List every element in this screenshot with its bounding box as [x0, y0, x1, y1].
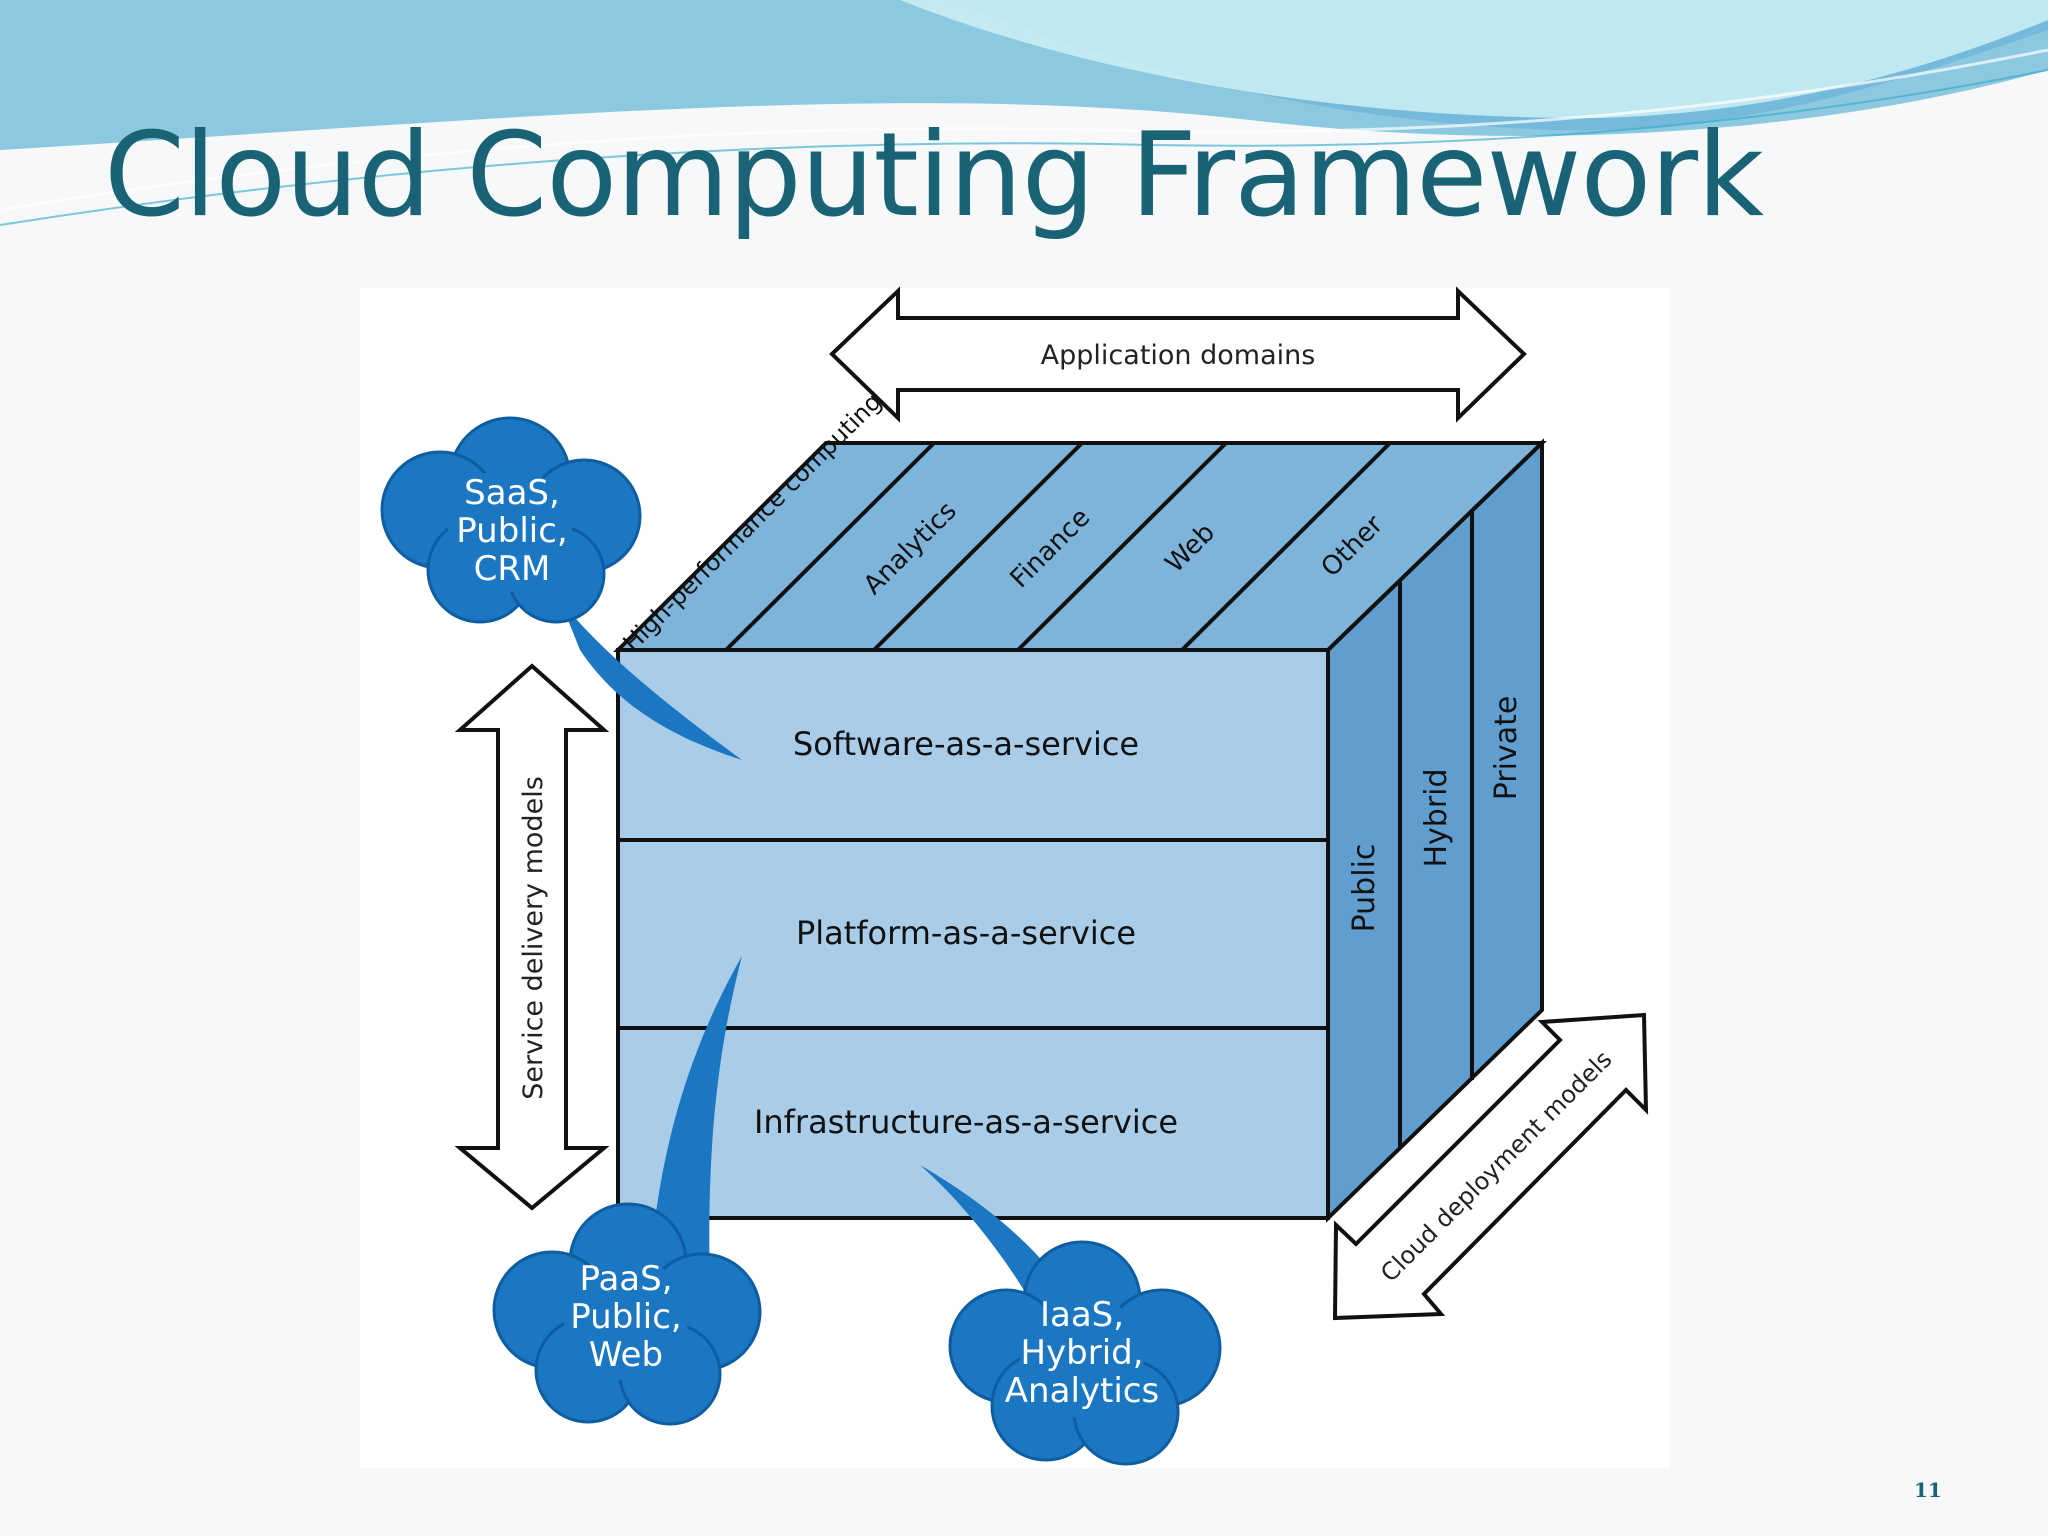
paas-cloud-icon — [492, 1202, 762, 1426]
application-domains-arrow — [829, 286, 1527, 423]
service-delivery-arrow — [454, 663, 610, 1211]
service-delivery-label: Service delivery models — [518, 776, 549, 1100]
service-label-paas: Platform-as-a-service — [796, 914, 1136, 952]
paas-callout-line-2: Public, — [570, 1297, 681, 1337]
deployment-label-hybrid: Hybrid — [1419, 768, 1454, 867]
cube-front-face — [616, 648, 1330, 1220]
iaas-callout-line-3: Analytics — [1005, 1371, 1159, 1411]
service-label-iaas: Infrastructure-as-a-service — [754, 1103, 1178, 1141]
service-dividers — [618, 838, 1328, 1030]
saas-cloud-icon — [380, 416, 642, 624]
iaas-cloud-icon — [948, 1240, 1222, 1466]
deployment-dividers — [1398, 512, 1474, 1148]
deployment-label-private: Private — [1489, 696, 1524, 801]
iaas-callout-tail — [920, 1165, 1066, 1300]
paas-callout-tail — [650, 956, 742, 1280]
iaas-callout-line-1: IaaS, — [1040, 1295, 1124, 1335]
saas-callout-line-2: Public, — [456, 511, 567, 551]
page-number: 11 — [1914, 1478, 1942, 1502]
application-domains-label: Application domains — [1041, 340, 1316, 371]
cloud-deployment-arrow — [1332, 1012, 1649, 1321]
paas-callout-line-1: PaaS, — [579, 1259, 672, 1299]
saas-callout-line-1: SaaS, — [464, 473, 560, 513]
service-label-saas: Software-as-a-service — [793, 725, 1139, 763]
domain-dividers — [724, 441, 1392, 652]
deployment-label-public: Public — [1347, 844, 1382, 933]
iaas-callout-line-2: Hybrid, — [1020, 1333, 1143, 1373]
saas-callout-line-3: CRM — [474, 549, 551, 589]
slide-title: Cloud Computing Framework — [104, 108, 1764, 243]
paas-callout-line-3: Web — [589, 1335, 663, 1375]
